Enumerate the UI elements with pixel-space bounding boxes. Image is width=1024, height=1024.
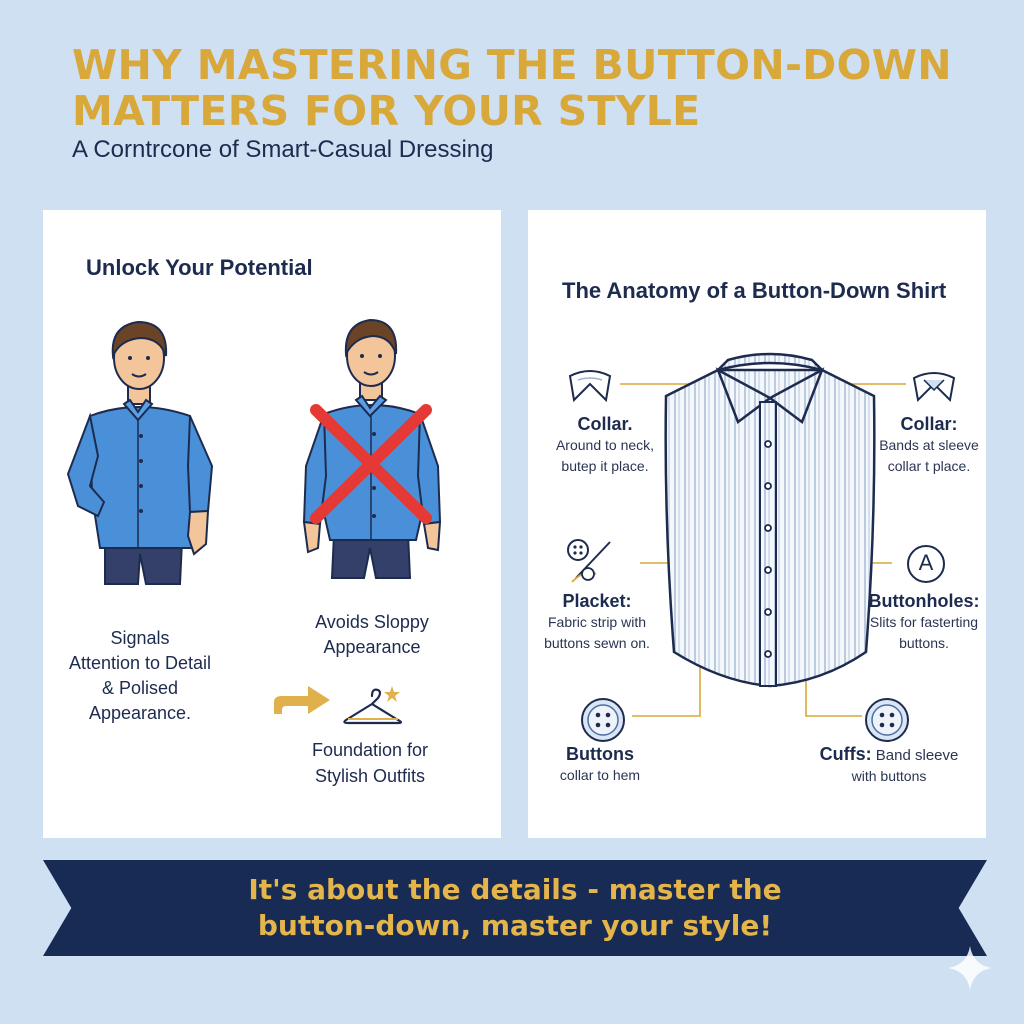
buttonholes-label: Buttonholes: Slits for fasterting button…: [860, 591, 988, 654]
anatomy-panel-title: The Anatomy of a Button-Down Shirt: [562, 278, 947, 303]
collar-right-desc-2: collar t place.: [887, 458, 971, 474]
arrow-right-icon: [274, 686, 330, 714]
placket-label: Placket: Fabric strip with buttons sewn …: [536, 591, 658, 654]
collar-right-desc-1: Bands at sleeve: [879, 437, 979, 453]
avoids-text: Avoids Sloppy Appearance: [277, 610, 467, 660]
title-line-2: MATTERS FOR YOUR STYLE: [72, 87, 701, 135]
collar-left-desc-1: Around to neck,: [555, 437, 655, 453]
cuffs-label: Cuffs: Band sleeve with buttons: [814, 744, 964, 787]
cuffs-head: Cuffs:: [819, 744, 872, 764]
signals-line-3: & Polised: [101, 678, 179, 698]
placket-head: Placket:: [562, 591, 632, 611]
page-subtitle: A Corntrcone of Smart-Casual Dressing: [72, 136, 494, 163]
foundation-text: Foundation for Stylish Outfits: [272, 737, 468, 789]
placket-desc-1: Fabric strip with: [547, 614, 647, 630]
cuffs-head-rest: Band sleeve: [871, 747, 959, 764]
needle-thread-icon: [567, 539, 611, 583]
buttonholes-head: Buttonholes:: [868, 591, 980, 611]
collar-left-desc-2: butep it place.: [561, 458, 649, 474]
banner-line-2: button-down, master your style!: [257, 909, 773, 942]
cuffs-desc-1: with buttons: [851, 768, 927, 784]
buttonholes-desc-1: Slits for fasterting: [869, 614, 979, 630]
buttonhole-icon-letter: A: [918, 550, 934, 575]
avoids-line-2: Appearance: [323, 637, 421, 657]
star-icon: [384, 686, 400, 702]
signals-text: Signals Attention to Detail & Polised Ap…: [40, 626, 240, 726]
button-icon: [865, 698, 909, 742]
signals-line-2: Attention to Detail: [68, 653, 212, 673]
title-line-1: WHY MASTERING THE BUTTON-DOWN: [72, 41, 952, 89]
signals-line-1: Signals: [110, 628, 170, 648]
benefits-panel-title: Unlock Your Potential: [86, 255, 313, 280]
sparkle-icon: [948, 946, 992, 990]
buttonhole-icon: [907, 545, 945, 583]
hanger-icon: [343, 688, 403, 725]
confident-man-illustration: [66, 320, 214, 585]
collar-left-label: Collar. Around to neck, butep it place.: [540, 414, 670, 477]
collar-icon: [568, 370, 612, 403]
button-icon: [581, 698, 625, 742]
shirt-diagram: [664, 352, 876, 688]
banner-message: It's about the details - master the butt…: [43, 872, 987, 944]
placket-desc-2: buttons sewn on.: [544, 635, 650, 651]
buttons-label: Buttons collar to hem: [548, 744, 652, 786]
collar-icon: [912, 372, 956, 403]
signals-line-4: Appearance.: [88, 703, 192, 723]
buttonholes-desc-2: buttons.: [899, 635, 949, 651]
foundation-line-2: Stylish Outfits: [314, 766, 426, 786]
avoids-line-1: Avoids Sloppy: [315, 612, 429, 632]
foundation-line-1: Foundation for: [311, 740, 429, 760]
collar-left-head: Collar.: [577, 414, 633, 434]
cross-mark-icon: [310, 404, 432, 524]
page-title: WHY MASTERING THE BUTTON-DOWN MATTERS FO…: [72, 42, 972, 134]
banner-line-1: It's about the details - master the: [248, 873, 782, 906]
buttons-head: Buttons: [566, 744, 634, 764]
collar-right-label: Collar: Bands at sleeve collar t place.: [868, 414, 990, 477]
bottom-banner: [43, 860, 987, 956]
buttons-desc-1: collar to hem: [559, 767, 641, 783]
collar-right-head: Collar:: [900, 414, 958, 434]
